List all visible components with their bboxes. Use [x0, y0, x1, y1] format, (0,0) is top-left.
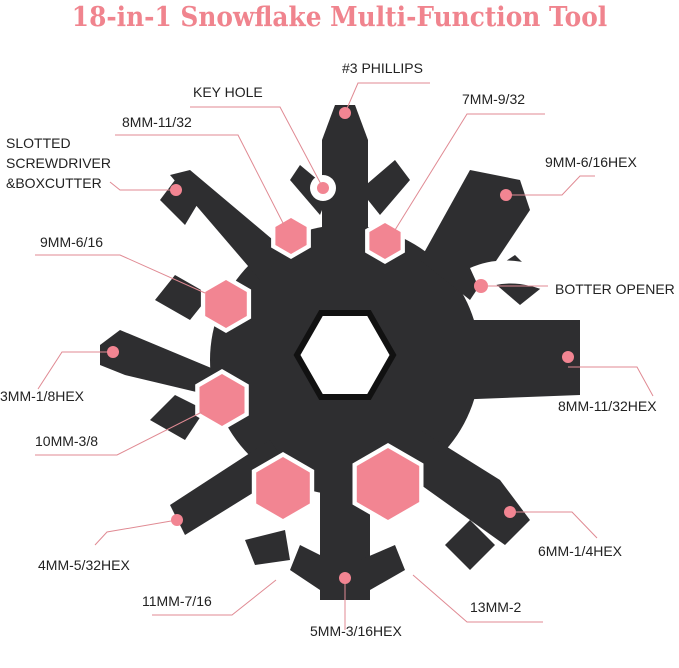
- leader-line: [152, 579, 277, 616]
- leader-line: [568, 366, 654, 397]
- label-3mm-hex: 3MM-1/8HEX: [0, 388, 85, 404]
- marker-dot: [107, 346, 119, 358]
- socket-hexes: [195, 213, 424, 525]
- labels: #3 PHILLIPS KEY HOLE 7MM-9/32 8MM-11/32 …: [0, 60, 675, 639]
- center-hex-hole: [293, 310, 397, 400]
- label-10mm: 10MM-3/8: [35, 433, 98, 449]
- leader-lines: [35, 82, 654, 630]
- label-slotted-2: SCREWDRIVER: [6, 155, 111, 171]
- leader-line: [190, 106, 324, 189]
- marker-dot: [504, 506, 516, 518]
- leader-line: [109, 181, 176, 191]
- label-7mm: 7MM-9/32: [462, 91, 525, 107]
- leader-line: [344, 82, 430, 114]
- hex-socket-7mm: [369, 223, 401, 259]
- leader-line: [115, 134, 285, 226]
- label-13mm: 13MM-2: [470, 599, 522, 615]
- label-9mm-hex: 9MM-6/16HEX: [545, 154, 637, 170]
- hex-socket-10mm: [199, 374, 245, 426]
- label-11mm: 11MM-7/16: [142, 593, 212, 609]
- marker-dot: [339, 572, 351, 584]
- leader-line: [394, 113, 545, 231]
- label-4mm-hex: 4MM-5/32HEX: [38, 557, 130, 573]
- label-bottle-opener: BOTTER OPENER: [555, 281, 675, 297]
- label-9mm: 9MM-6/16: [40, 234, 103, 250]
- leader-line: [35, 411, 203, 456]
- title: 18-in-1 Snowflake Multi-Function Tool: [71, 2, 608, 33]
- hex-socket-13mm: [356, 448, 420, 520]
- marker-dot: [339, 107, 351, 119]
- label-slotted-3: &BOXCUTTER: [6, 175, 102, 191]
- hex-socket-11mm: [256, 457, 310, 519]
- hex-socket-9mm: [205, 280, 247, 328]
- label-phillips: #3 PHILLIPS: [342, 60, 423, 76]
- label-5mm-hex: 5MM-3/16HEX: [310, 623, 402, 639]
- marker-dot: [474, 279, 488, 293]
- leader-line: [35, 254, 206, 294]
- bottle-opener-slot: [470, 260, 560, 292]
- marker-dot: [170, 184, 182, 196]
- label-slotted-1: SLOTTED: [6, 135, 71, 151]
- leader-line: [412, 574, 543, 623]
- marker-dot: [171, 514, 183, 526]
- leader-line: [510, 511, 598, 539]
- leader-line: [37, 351, 113, 390]
- label-key-hole: KEY HOLE: [193, 84, 263, 100]
- leader-line: [506, 175, 595, 196]
- marker-dot: [562, 351, 574, 363]
- leader-line: [94, 519, 178, 546]
- marker-dots: [107, 107, 574, 584]
- marker-dot: [317, 182, 329, 194]
- label-6mm-hex: 6MM-1/4HEX: [538, 543, 623, 559]
- label-8mm-hex: 8MM-11/32HEX: [558, 398, 657, 414]
- hex-socket-8mm: [275, 218, 307, 254]
- label-8mm: 8MM-11/32: [122, 114, 192, 130]
- marker-dot: [500, 189, 512, 201]
